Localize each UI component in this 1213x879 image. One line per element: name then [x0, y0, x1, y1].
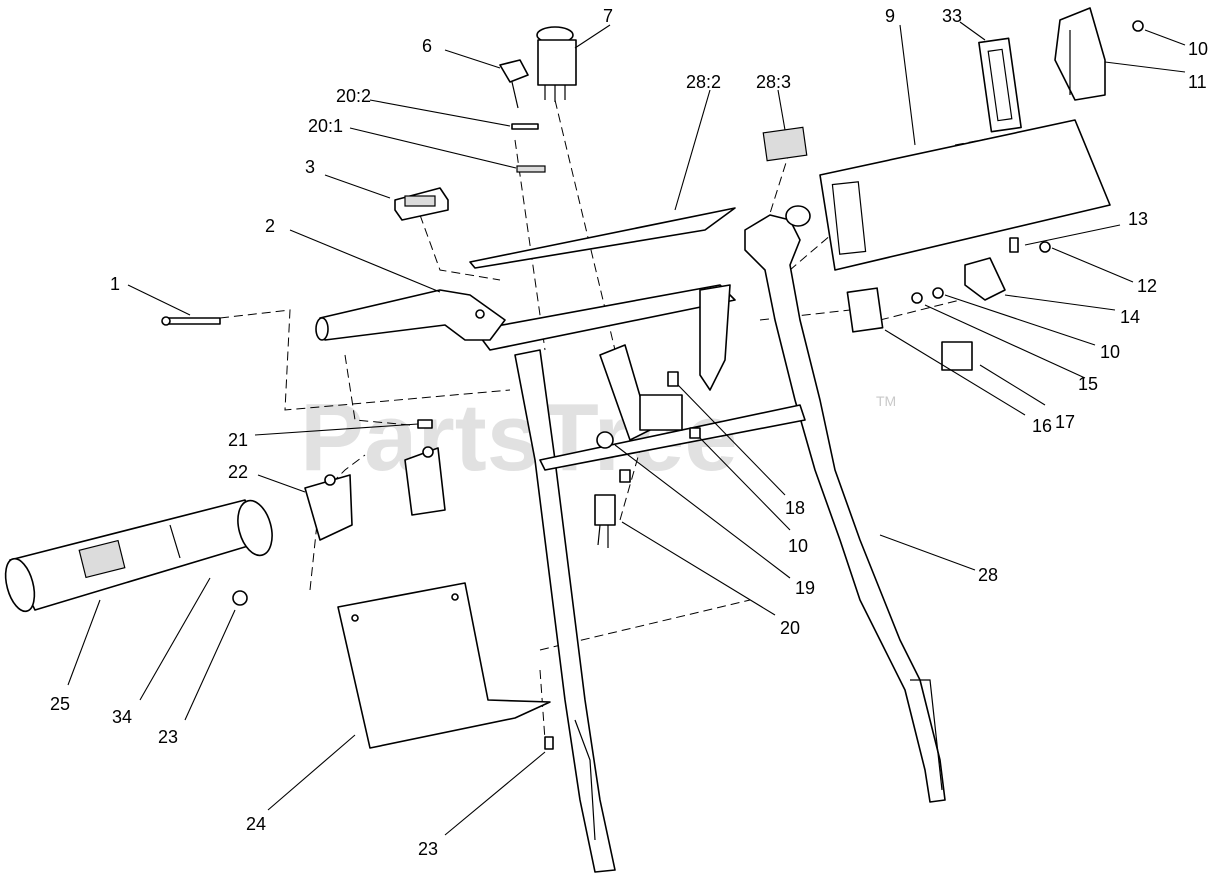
- callout-33: 33: [942, 6, 962, 26]
- part-23-nut: [232, 590, 248, 606]
- callout-10-top: 10: [1188, 39, 1208, 59]
- callout-28-2: 28:2: [686, 72, 721, 92]
- callout-labels: 1 2 3 6 7 9 10 10 10 11 12 13 14 15 16 1…: [50, 6, 1208, 859]
- callout-22: 22: [228, 462, 248, 482]
- part-20-2: [511, 123, 539, 130]
- upper-frame: [474, 284, 806, 471]
- part-28-2: [469, 207, 736, 269]
- part-2: [315, 289, 506, 341]
- callout-34: 34: [112, 707, 132, 727]
- callout-3: 3: [305, 157, 315, 177]
- callout-28: 28: [978, 565, 998, 585]
- parts-18-20: [594, 371, 701, 548]
- callout-10-low: 10: [788, 536, 808, 556]
- callout-12: 12: [1137, 276, 1157, 296]
- callout-1: 1: [110, 274, 120, 294]
- callout-23-left: 23: [158, 727, 178, 747]
- parts-12-17: [846, 237, 1051, 371]
- callout-28-3: 28:3: [756, 72, 791, 92]
- callout-14: 14: [1120, 307, 1140, 327]
- callout-2: 2: [265, 216, 275, 236]
- callout-7: 7: [603, 6, 613, 26]
- callout-20: 20: [780, 618, 800, 638]
- callout-10-mid: 10: [1100, 342, 1120, 362]
- part-28-3: [762, 126, 808, 162]
- callout-24: 24: [246, 814, 266, 834]
- callout-11: 11: [1188, 72, 1207, 92]
- part-23-screw: [544, 736, 554, 750]
- callout-25: 25: [50, 694, 70, 714]
- part-1: [161, 316, 221, 326]
- part-7: [536, 26, 577, 102]
- callout-23-bottom: 23: [418, 839, 438, 859]
- part-11: [1054, 7, 1144, 101]
- callout-17: 17: [1055, 412, 1075, 432]
- callout-6: 6: [422, 36, 432, 56]
- callout-19: 19: [795, 578, 815, 598]
- part-3: [394, 187, 449, 221]
- callout-20-2: 20:2: [336, 86, 371, 106]
- leader-lines: [67, 21, 1186, 836]
- watermark-trademark: TM: [876, 393, 896, 409]
- callout-15: 15: [1078, 374, 1098, 394]
- callout-21: 21: [228, 430, 248, 450]
- part-22: [304, 446, 446, 541]
- callout-18: 18: [785, 498, 805, 518]
- callout-9: 9: [885, 6, 895, 26]
- callout-20-1: 20:1: [308, 116, 343, 136]
- part-21: [417, 419, 433, 429]
- callout-13: 13: [1128, 209, 1148, 229]
- callout-16: 16: [1032, 416, 1052, 436]
- part-6: [499, 59, 529, 109]
- part-20-1: [516, 165, 546, 173]
- part-24: [337, 582, 551, 749]
- part-33: [978, 37, 1022, 133]
- control-panel: [819, 119, 1111, 271]
- part-25-34: [4, 499, 273, 613]
